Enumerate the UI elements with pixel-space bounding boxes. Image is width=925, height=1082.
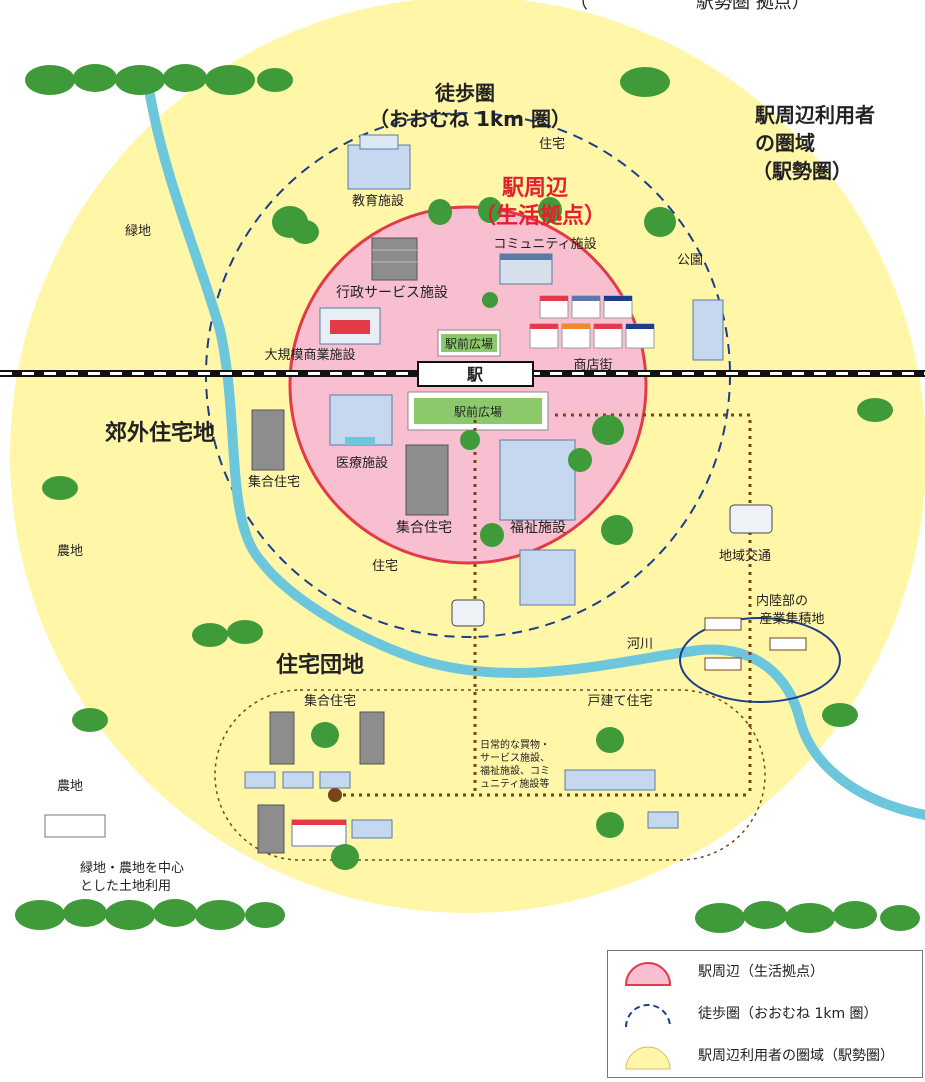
shops: [529, 295, 655, 349]
tree-clusters: [15, 64, 920, 933]
dashed-blue-arc-icon: [625, 1004, 671, 1028]
local-transit-label: 地域交通: [719, 548, 771, 564]
admin-building: [371, 237, 418, 281]
estate-label: 住宅団地: [276, 652, 364, 678]
pink-half-circle-icon: [624, 962, 672, 986]
area-title-3: （駅勢圏）: [752, 159, 852, 183]
tall-apartment-right: [692, 299, 724, 361]
daily-label-3: 福祉施設、コミ: [480, 764, 550, 777]
station-label: 駅: [466, 365, 484, 384]
plaza-bottom-label: 駅前広場: [454, 404, 502, 419]
estate-boundary: [214, 689, 766, 861]
commercial-building: [319, 307, 381, 345]
legend-label-walk: 徒歩圏（おおむね 1km 圏）: [698, 1006, 878, 1022]
legend-item-walk: 徒歩圏（おおむね 1km 圏）: [608, 993, 922, 1033]
admin-label: 行政サービス施設: [336, 285, 448, 301]
legend-label-core: 駅周辺（生活拠点）: [698, 964, 824, 980]
apartments-left-label: 集合住宅: [248, 474, 300, 490]
medical-label: 医療施設: [336, 455, 388, 471]
medical-building: [329, 394, 393, 446]
core-title-1: 駅周辺: [502, 176, 568, 201]
industry-buildings: [704, 617, 807, 671]
river-label: 河川: [627, 637, 653, 652]
industry-label-1: 内陸部の: [756, 593, 808, 609]
area-title-2: の圏域: [755, 131, 815, 155]
education-label: 教育施設: [352, 193, 404, 209]
suburb-label: 郊外住宅地: [105, 420, 215, 446]
landuse-label-1: 緑地・農地を中心: [80, 861, 184, 876]
park-label: 公園: [677, 253, 703, 268]
walk-title-1: 徒歩圏: [434, 81, 495, 105]
welfare-building: [499, 439, 576, 521]
top-cut-text: （ 駅勢圏 拠点）: [570, 0, 810, 13]
bus-center: [451, 599, 485, 627]
welfare-label: 福祉施設: [510, 520, 566, 536]
station-box: [417, 361, 534, 387]
detached-label: 戸建て住宅: [587, 694, 652, 709]
bus-right: [729, 504, 773, 534]
area-title-1: 駅周辺利用者: [754, 103, 875, 127]
community-label: コミュニティ施設: [493, 236, 596, 252]
path-node: [328, 788, 342, 802]
river: [145, 90, 925, 820]
legend-label-catchment: 駅周辺利用者の圏域（駅勢圏）: [698, 1048, 894, 1064]
core-title-2: （生活拠点）: [474, 203, 606, 229]
community-building: [499, 253, 553, 285]
legend-item-catchment: 駅周辺利用者の圏域（駅勢圏）: [608, 1035, 922, 1075]
apartment-left-building: [251, 409, 285, 471]
apartment-center-building: [405, 444, 449, 516]
farmland-left-label: 農地: [57, 544, 83, 559]
walk-title-2: （おおむね 1km 圏）: [369, 107, 571, 131]
daily-label-1: 日常的な買物・: [480, 738, 550, 751]
landuse-label-2: とした土地利用: [80, 879, 171, 894]
shopping-label: 商店街: [573, 358, 612, 373]
housing-top-label: 住宅: [539, 137, 565, 152]
estate-buildings: [244, 711, 679, 854]
apartments-center-label: 集合住宅: [396, 519, 452, 536]
housing-mid-label: 住宅: [372, 559, 398, 574]
industry-label-2: 産業集積地: [759, 611, 824, 627]
legend-item-core: 駅周辺（生活拠点）: [608, 951, 922, 991]
estate-apartments-label: 集合住宅: [304, 693, 356, 709]
daily-label-2: サービス施設、: [480, 751, 550, 764]
legend: 駅周辺（生活拠点） 徒歩圏（おおむね 1km 圏） 駅周辺利用者の圏域（駅勢圏）: [607, 950, 923, 1078]
green-label: 緑地: [125, 224, 151, 239]
education-building: [347, 134, 411, 190]
yellow-half-circle-icon: [625, 1046, 671, 1070]
commercial-label: 大規模商業施設: [264, 347, 355, 363]
industry-zone: [679, 617, 841, 703]
plaza-top-label: 駅前広場: [445, 336, 493, 351]
daily-label-4: ュニティ施設等: [480, 777, 549, 790]
farm-building: [44, 814, 106, 838]
service-path: [335, 413, 752, 797]
farmland-bottom-label: 農地: [57, 779, 83, 794]
apartment-lower-building: [519, 549, 576, 606]
